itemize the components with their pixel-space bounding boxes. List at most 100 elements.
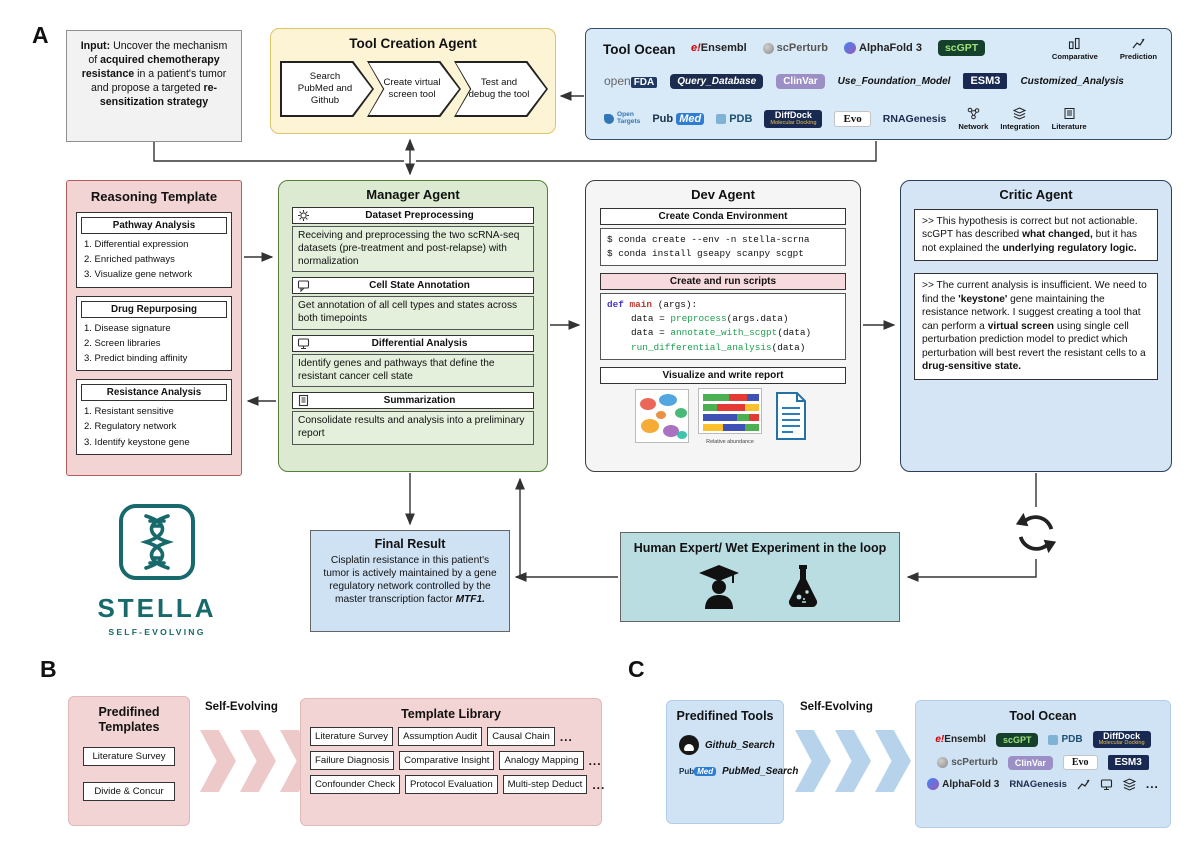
tool-ocean-row-1: e!Ensembl scPerturb AlphaFold 3 scGPT xyxy=(691,40,986,56)
summarization-body: Consolidate results and analysis into a … xyxy=(292,411,534,445)
ensembl-logo: e!Ensembl xyxy=(691,42,747,54)
step-search-chevron: Search PubMed and Github xyxy=(280,61,374,117)
ellipsis: ... xyxy=(1145,777,1159,792)
self-evolving-label-b: Self-Evolving xyxy=(205,701,278,713)
evo-logo: Evo xyxy=(834,111,871,127)
reasoning-template: Reasoning Template Pathway Analysis 1. D… xyxy=(66,180,242,476)
differential-analysis-title: Differential Analysis xyxy=(371,337,468,349)
code-line-1: def main (args): xyxy=(607,298,839,312)
input-text-bold: acquired chemotherapy resistance xyxy=(81,53,220,80)
query-database-tool: Query_Database xyxy=(670,73,764,89)
library-item: Analogy Mapping xyxy=(499,751,584,770)
input-box: Input: Uncover the mechanism of acquired… xyxy=(66,30,242,142)
gear-icon xyxy=(298,210,309,221)
rnagenesis-logo: RNAGenesis xyxy=(1009,778,1067,790)
python-code-block: def main (args): data = preprocess(args.… xyxy=(600,293,846,360)
predefined-templates-box: Predifined Templates Literature Survey D… xyxy=(68,696,190,826)
ensembl-label: Ensembl xyxy=(944,734,986,746)
monitor-icon xyxy=(297,338,310,349)
pubmed-med: Med xyxy=(694,767,717,776)
network-icon xyxy=(967,107,980,120)
ensembl-e-icon: e! xyxy=(691,42,701,54)
conda-env-header: Create Conda Environment xyxy=(600,208,846,225)
critic-agent-title: Critic Agent xyxy=(999,187,1073,202)
tool-creation-steps: Search PubMed and Github Create virtual … xyxy=(280,61,548,117)
chevron-icon xyxy=(875,730,911,792)
panel-b-label: B xyxy=(40,656,57,682)
code-text: (data) xyxy=(771,341,806,353)
reasoning-template-title: Reasoning Template xyxy=(90,189,218,204)
diffdock-label: DiffDock xyxy=(1103,731,1141,741)
panel-a-label: A xyxy=(32,22,49,48)
literature-item: Literature xyxy=(1052,107,1087,131)
summarization-header: Summarization xyxy=(292,392,534,410)
step-search-label: Search PubMed and Github xyxy=(282,63,372,115)
scperturb-logo: scPerturb xyxy=(937,757,998,769)
report-thumbnails: Relative abundance xyxy=(600,387,846,445)
final-result-gene: MTF1. xyxy=(455,594,486,606)
chevron-icon xyxy=(835,730,871,792)
critic-text-bold: virtual screen xyxy=(987,320,1054,332)
pdb-icon xyxy=(1048,734,1059,745)
critic-text: but it has not explained the xyxy=(922,229,1138,254)
ensembl-label: Ensembl xyxy=(700,42,747,54)
library-item: Literature Survey xyxy=(310,727,394,746)
scgpt-logo: scGPT xyxy=(995,732,1039,747)
pdb-logo: PDB xyxy=(716,113,752,125)
pubmed-pub: Pub xyxy=(652,113,674,125)
list-item: 1. Resistant sensitive xyxy=(84,406,174,418)
diffdock-sublabel: Molecular Docking xyxy=(1098,740,1145,747)
tool-creation-title: Tool Creation Agent xyxy=(349,36,477,51)
scperturb-icon xyxy=(937,757,949,769)
esm3-logo: ESM3 xyxy=(963,73,1008,89)
dev-agent: Dev Agent Create Conda Environment $ con… xyxy=(585,180,861,472)
tool-ocean-row-1-icons: Comparative Prediction xyxy=(1052,37,1157,61)
scperturb-label: scPerturb xyxy=(951,757,998,769)
keyword-def: def xyxy=(607,299,624,311)
github-search-label: Github_Search xyxy=(705,739,775,751)
conda-line-2: $ conda install gseapy scanpy scgpt xyxy=(607,248,804,260)
library-row-2: Failure Diagnosis Comparative Insight An… xyxy=(310,751,601,770)
ellipsis: ... xyxy=(588,753,602,768)
pubmed-search-label: PubMed_Search xyxy=(722,766,799,777)
critic-text-bold: what changed, xyxy=(1022,229,1093,241)
integration-item: Integration xyxy=(1000,107,1040,131)
list-item: 3. Identify keystone gene xyxy=(84,436,190,448)
final-result-title: Final Result xyxy=(374,537,446,551)
chevron-icon xyxy=(200,730,236,792)
alphafold-label: AlphaFold 3 xyxy=(942,778,1000,790)
code-text: data = xyxy=(631,313,665,325)
template-library-title: Template Library xyxy=(401,707,501,721)
scperturb-logo: scPerturb xyxy=(762,42,828,54)
pdb-label: PDB xyxy=(1061,734,1083,746)
cell-state-annotation-header: Cell State Annotation xyxy=(292,277,534,295)
library-item: Comparative Insight xyxy=(399,751,495,770)
literature-label: Literature xyxy=(1051,122,1087,131)
run-scripts-header: Create and run scripts xyxy=(600,273,846,291)
scgpt-logo: scGPT xyxy=(937,40,986,56)
predefined-templates-title: Predifined Templates xyxy=(98,705,160,734)
self-evolving-label-c: Self-Evolving xyxy=(800,701,873,713)
critic-text: using single cell perturbation predictio… xyxy=(922,320,1146,359)
conda-code-block: $ conda create --env -n stella-scrna $ c… xyxy=(600,228,846,267)
step-create-chevron: Create virtual screen tool xyxy=(367,61,461,117)
prediction-label: Prediction xyxy=(1119,52,1157,61)
flask-icon xyxy=(788,565,818,607)
summarization-title: Summarization xyxy=(383,395,456,407)
abundance-chart-thumbnail: Relative abundance xyxy=(698,387,762,445)
tool-ocean-c-title: Tool Ocean xyxy=(1009,709,1077,723)
chevron-icon xyxy=(240,730,276,792)
feedback-cycle-icon xyxy=(1010,507,1062,559)
github-icon xyxy=(679,735,699,755)
final-result-body: Cisplatin resistance in this patient's t… xyxy=(319,554,501,606)
code-text: (data) xyxy=(777,327,812,339)
template-literature-survey: Literature Survey xyxy=(83,747,175,766)
graduate-expert-icon xyxy=(699,565,739,609)
